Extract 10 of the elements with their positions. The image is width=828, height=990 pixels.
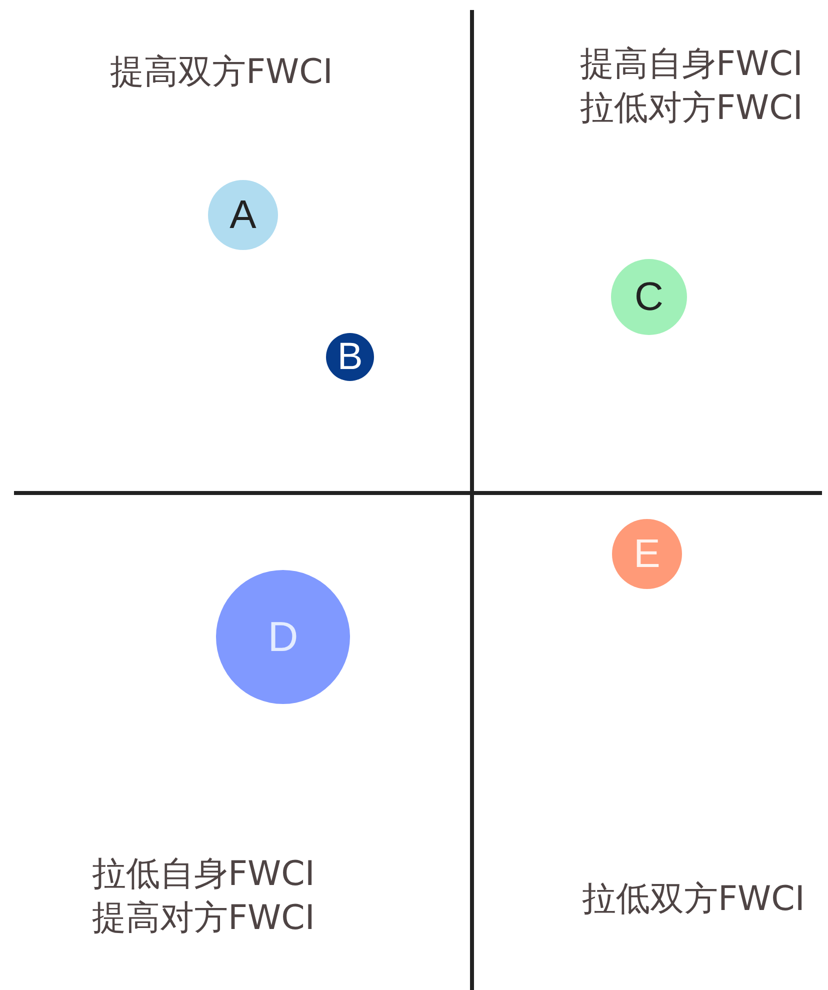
- quadrant-label: 提高双方FWCI: [110, 51, 334, 94]
- marker-letter: C: [634, 274, 664, 320]
- quadrant-label: 拉低双方FWCI: [582, 878, 806, 921]
- marker-letter: B: [337, 336, 363, 378]
- marker-letter: A: [230, 192, 256, 238]
- circle-marker: [326, 333, 374, 381]
- quadrant-label: 拉低自身FWCI 提高对方FWCI: [92, 853, 316, 940]
- quadrant-label: 提高自身FWCI 拉低对方FWCI: [580, 43, 804, 130]
- marker-letter: E: [634, 532, 660, 576]
- marker-letter: D: [268, 613, 298, 661]
